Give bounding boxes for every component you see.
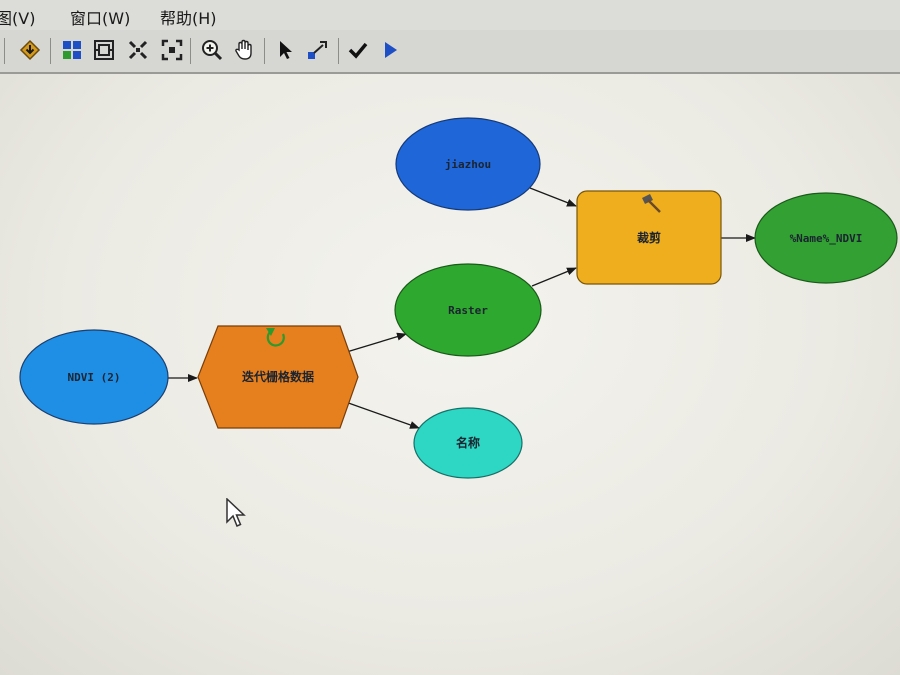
node-jiazhou[interactable]: jiazhou (395, 117, 541, 211)
connector-raster-to-clip (531, 267, 577, 287)
mouse-cursor-icon (226, 498, 246, 527)
iterator-refresh-icon (266, 328, 285, 347)
validate-check-icon[interactable] (344, 36, 372, 64)
node-iterate-label: 迭代栅格数据 (242, 369, 314, 384)
run-icon[interactable] (376, 36, 404, 64)
node-clip-label: 裁剪 (637, 230, 661, 245)
full-extent-icon[interactable] (124, 36, 152, 64)
menu-window[interactable]: 窗口(W) (70, 9, 131, 28)
model-diagram: NDVI (2) 迭代栅格数据 jiazhou Raster 名称 (19, 117, 898, 479)
connector-iterate-to-raster (339, 332, 407, 355)
node-clip[interactable]: 裁剪 (576, 190, 722, 285)
grid-layout-icon[interactable] (58, 36, 86, 64)
toolbar-separator (338, 38, 339, 64)
toolbar-separator (50, 38, 51, 64)
connector-iterate-to-name (339, 399, 420, 429)
menu-view[interactable]: 图(V) (0, 9, 36, 28)
node-name-label: 名称 (456, 435, 480, 450)
connect-icon[interactable] (304, 36, 332, 64)
menu-help[interactable]: 帮助(H) (160, 9, 217, 28)
node-raster-label: Raster (448, 304, 488, 317)
zoom-in-icon[interactable] (198, 36, 226, 64)
connector-jiazhou-to-clip (529, 187, 577, 207)
node-iterate-raster[interactable]: 迭代栅格数据 (197, 325, 359, 429)
node-output-label: %Name%_NDVI (790, 232, 863, 245)
node-ndvi2[interactable]: NDVI (2) (19, 329, 169, 425)
auto-layout-icon[interactable] (90, 36, 118, 64)
add-data-icon[interactable] (16, 36, 44, 64)
node-name[interactable]: 名称 (413, 407, 523, 479)
fit-to-window-icon[interactable] (158, 36, 186, 64)
toolbar-separator (4, 38, 5, 64)
hammer-icon (642, 194, 661, 213)
menu-bar: 图(V) 窗口(W) 帮助(H) (0, 0, 900, 30)
model-canvas[interactable]: NDVI (2) 迭代栅格数据 jiazhou Raster 名称 (0, 74, 900, 675)
node-raster[interactable]: Raster (394, 263, 542, 357)
node-jiazhou-label: jiazhou (445, 158, 491, 171)
toolbar-separator (264, 38, 265, 64)
node-ndvi2-label: NDVI (2) (68, 371, 121, 384)
select-pointer-icon[interactable] (272, 36, 300, 64)
toolbar-separator (190, 38, 191, 64)
node-output[interactable]: %Name%_NDVI (754, 192, 898, 284)
toolbar (0, 30, 900, 74)
pan-hand-icon[interactable] (230, 36, 258, 64)
